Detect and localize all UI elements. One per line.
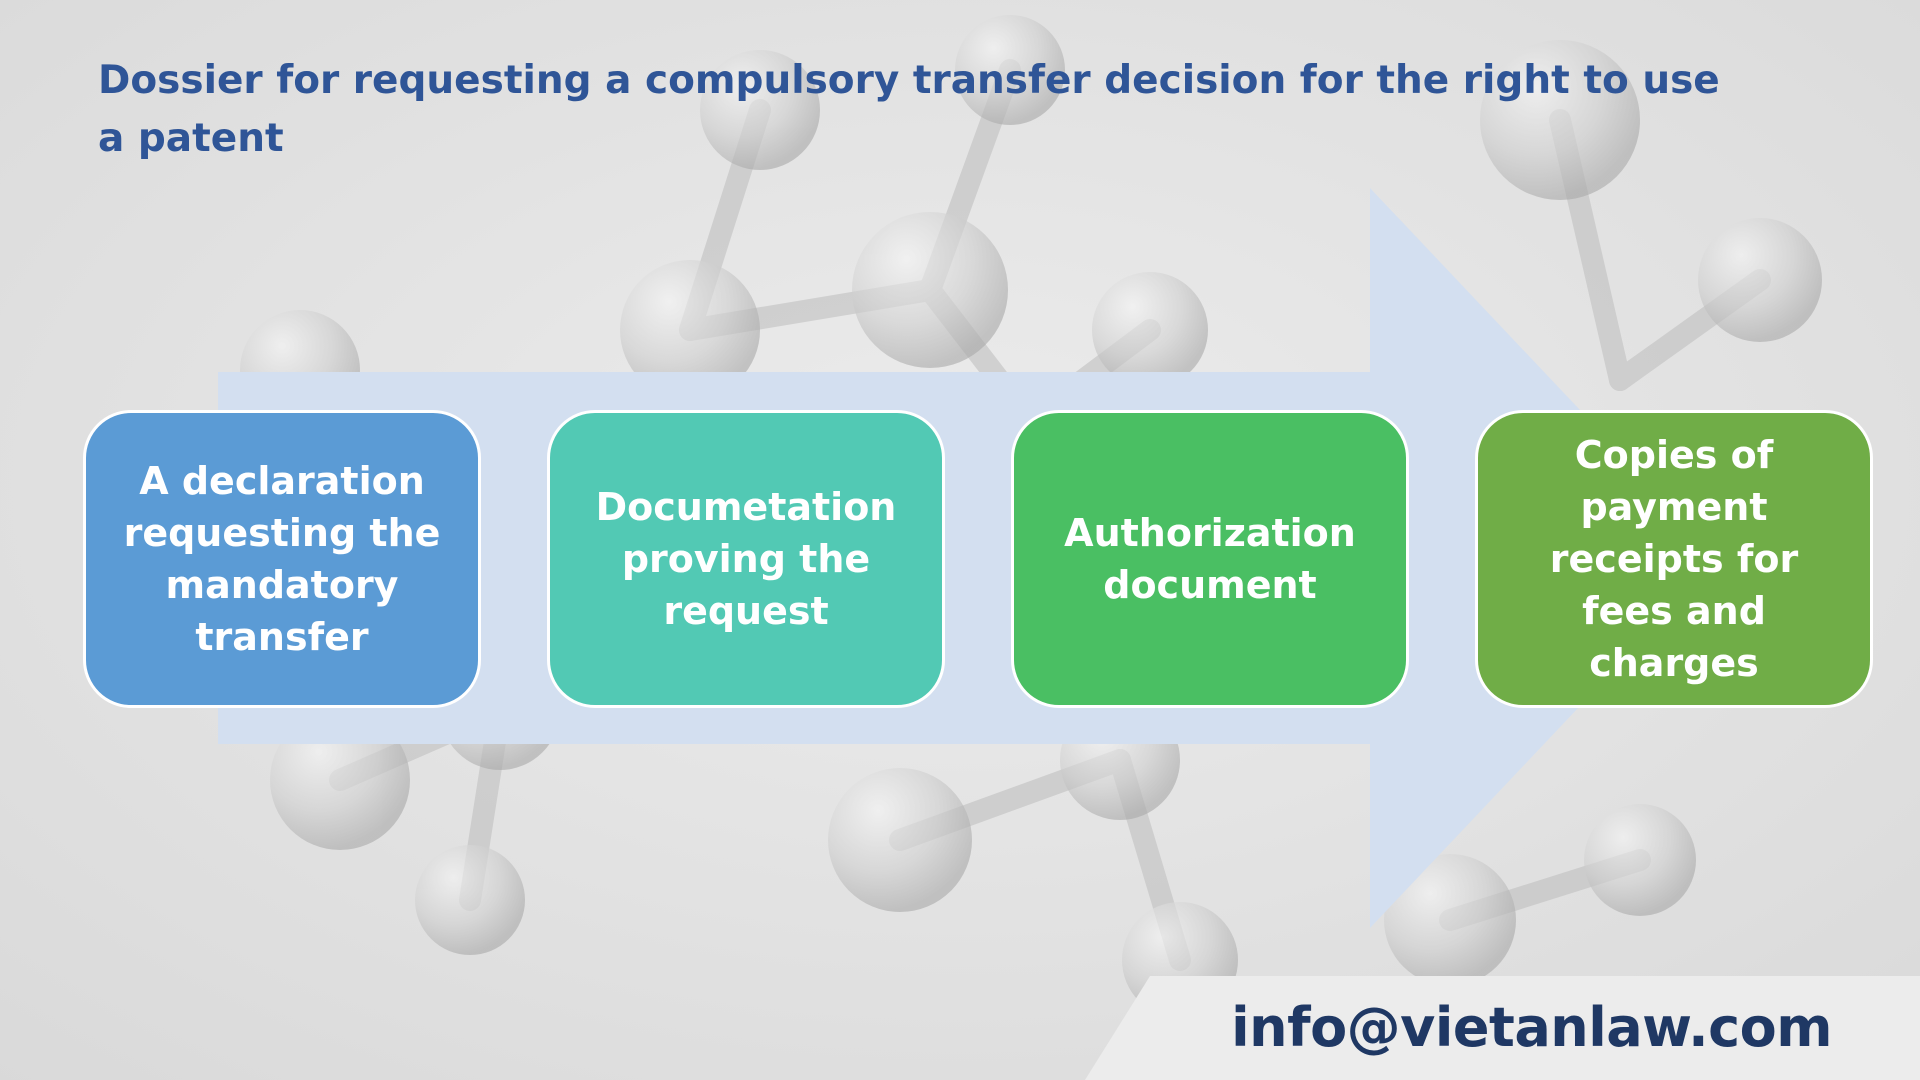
contact-email: info@vietanlaw.com (1231, 995, 1832, 1061)
